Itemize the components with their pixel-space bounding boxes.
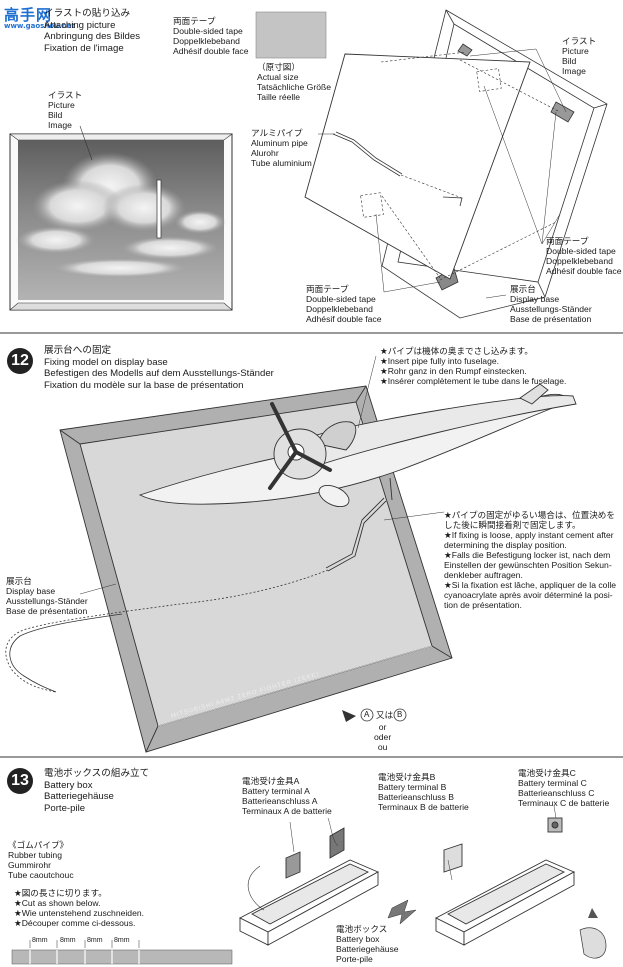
label-picture-right: イラスト Picture Bild Image — [562, 36, 597, 76]
label-display-base-11: 展示台 Display base Ausstellungs-Ständer Ba… — [510, 284, 592, 324]
note-loose-fixing: ★パイプの固定がゆるい場合は、位置決めを した後に瞬間接着剤で固定します。 ★I… — [444, 510, 617, 610]
step13-title: 電池ボックスの組み立て Battery box Batteriegehäuse … — [44, 768, 150, 814]
rubber-tube-cut-bar — [11, 940, 233, 965]
cloud-image — [16, 152, 226, 278]
tape-swatch — [255, 11, 327, 59]
zero-fighter-model — [138, 383, 577, 508]
note-insert-pipe: ★パイプは機体の奥までさし込みます。 ★Insert pipe fully in… — [380, 346, 567, 386]
label-aluminum-pipe: アルミパイプ Aluminum pipe Alurohr Tube alumin… — [251, 128, 312, 168]
battery-box-right — [435, 817, 576, 946]
battery-box-left — [239, 827, 380, 946]
label-actual-size: （原寸図） Actual size Tatsächliche Größe Tai… — [257, 62, 332, 102]
label-display-base-12: 展示台 Display base Ausstellungs-Ständer Ba… — [6, 576, 88, 616]
label-terminal-b: 電池受け金具B Battery terminal B Batterieansch… — [378, 772, 469, 812]
label-tape-bottom: 両面テープ Double-sided tape Doppelklebeband … — [306, 284, 382, 324]
option-b: B — [397, 710, 403, 719]
cut-length-2: 8mm — [60, 937, 76, 944]
step12-title: 展示台への固定 Fixing model on display base Bef… — [44, 345, 274, 391]
step-number-12: 12 — [7, 348, 33, 374]
watermark-logo: 高手网 www.gaoshou.net — [4, 6, 75, 30]
label-tape-swatch: 両面テープ Double-sided tape Doppelklebeband … — [173, 16, 249, 56]
step11-title: イラストの貼り込み Attaching picture Anbringung d… — [44, 8, 141, 54]
label-picture-left: イラスト Picture Bild Image — [48, 90, 83, 130]
label-terminal-a: 電池受け金具A Battery terminal A Batterieansch… — [242, 776, 332, 816]
label-terminal-c: 電池受け金具C Battery terminal C Batterieansch… — [518, 768, 610, 808]
arrow-icon — [387, 899, 417, 925]
option-mata: 又は — [376, 710, 394, 720]
label-tape-right: 両面テープ Double-sided tape Doppelklebeband … — [546, 236, 622, 276]
label-battery-box: 電池ボックス Battery box Batteriegehäuse Porte… — [336, 924, 399, 964]
cut-length-3: 8mm — [87, 937, 103, 944]
label-rubber-tubing: 《ゴムパイプ》 Rubber tubing Gummirohr Tube cao… — [8, 840, 74, 880]
step-number-13: 13 — [7, 768, 33, 794]
cut-length-4: 8mm — [114, 937, 130, 944]
or-words: or oder ou — [374, 722, 392, 752]
option-a: A — [364, 710, 370, 719]
cut-length-1: 8mm — [32, 937, 48, 944]
framed-picture — [9, 133, 233, 311]
cut-notes: ★図の長さに切ります。 ★Cut as shown below. ★Wie un… — [14, 888, 145, 928]
